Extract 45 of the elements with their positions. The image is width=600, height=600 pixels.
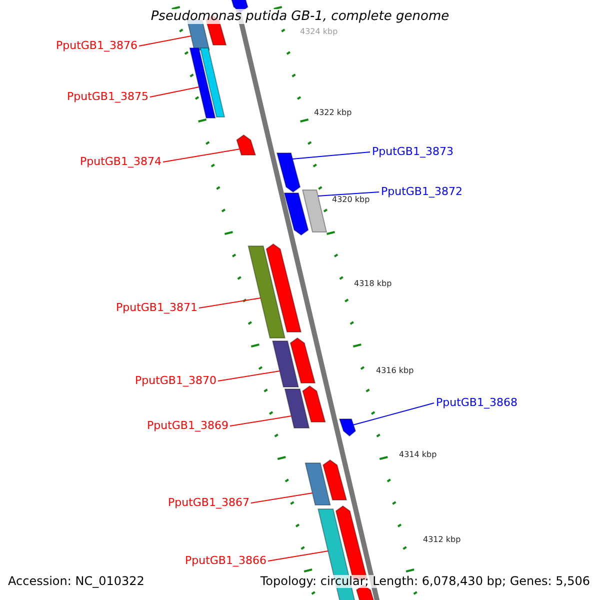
scale-label: 4320 kbp — [332, 195, 370, 205]
gene-bar — [322, 459, 348, 500]
gene-label: PputGB1_3867 — [168, 496, 250, 509]
gene-label: PputGB1_3866 — [185, 554, 266, 567]
gene-label: PputGB1_3871 — [116, 301, 198, 314]
gene-bar — [248, 246, 286, 338]
footer-text: Accession: NC_010322 — [8, 575, 144, 588]
gene-label: PputGB1_3873 — [372, 145, 454, 158]
leader-line — [250, 492, 313, 504]
scale-label: 4322 kbp — [314, 108, 352, 118]
scale-label: 4318 kbp — [354, 279, 392, 289]
gene-bar — [284, 388, 310, 428]
leader-line — [230, 416, 292, 426]
gene-bar — [236, 134, 256, 156]
gene-bar — [290, 337, 316, 384]
gene-label: PputGB1_3876 — [56, 39, 138, 52]
leader-line — [138, 36, 192, 46]
gene-bar — [266, 243, 302, 332]
leader-line — [198, 298, 262, 308]
gene-label: PputGB1_3875 — [67, 90, 148, 103]
footer-text: Topology: circular; Length: 6,078,430 bp; Genes: 5,506 — [260, 575, 590, 588]
gene-bar — [302, 385, 326, 422]
leader-line — [218, 370, 280, 382]
gene-bar — [272, 340, 300, 388]
gene-label: PputGB1_3869 — [147, 419, 228, 432]
gene-label: PputGB1_3870 — [135, 374, 216, 387]
leader-line — [268, 550, 328, 562]
gene-label: PputGB1_3874 — [80, 155, 162, 168]
gene-bar — [189, 48, 216, 118]
gene-bar — [338, 418, 356, 437]
scale-label: 4312 kbp — [423, 535, 461, 545]
leader-line — [162, 148, 241, 162]
scale-label: 4324 kbp — [300, 27, 338, 37]
scale-label: 4316 kbp — [376, 366, 414, 376]
leader-line — [318, 192, 380, 196]
gene-label: PputGB1_3872 — [381, 185, 462, 198]
leader-line — [292, 152, 370, 160]
gene-bar — [284, 192, 309, 236]
gene-bar — [200, 48, 226, 118]
gene-bar — [304, 462, 331, 506]
gene-bar — [276, 152, 301, 193]
gene-bar — [302, 190, 328, 232]
leader-line — [352, 402, 434, 426]
gene-label: PputGB1_3868 — [436, 396, 518, 409]
scale-label: 4314 kbp — [399, 450, 437, 460]
